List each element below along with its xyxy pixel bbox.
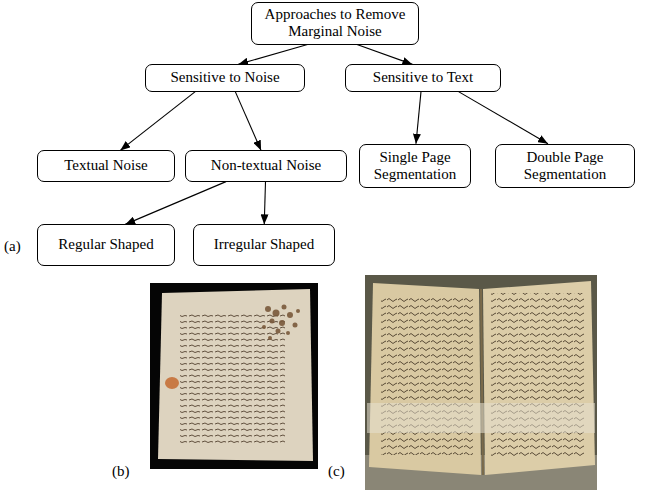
arrow-connector bbox=[120, 92, 195, 151]
category-box: Double Page Segmentation bbox=[495, 144, 635, 189]
box-label: Textual Noise bbox=[64, 157, 148, 174]
box-label: Single Page Segmentation bbox=[367, 149, 463, 184]
box-label: Non-textual Noise bbox=[211, 157, 321, 174]
category-box: Irregular Shaped bbox=[193, 224, 335, 265]
panel-label: (a) bbox=[4, 238, 21, 255]
book-photo bbox=[365, 275, 597, 490]
manuscript-photo bbox=[150, 283, 318, 469]
category-box: Non-textual Noise bbox=[185, 150, 347, 181]
box-label: Sensitive to Text bbox=[373, 69, 473, 86]
panel-label: (b) bbox=[112, 463, 130, 480]
box-label: Double Page Segmentation bbox=[503, 149, 627, 184]
category-box: Single Page Segmentation bbox=[359, 144, 471, 189]
arrow-connector bbox=[459, 92, 548, 144]
category-box: Sensitive to Noise bbox=[145, 64, 305, 91]
box-label: Irregular Shaped bbox=[214, 236, 314, 253]
arrow-connector bbox=[416, 92, 421, 144]
panel-label: (c) bbox=[328, 463, 345, 480]
arrow-connector bbox=[264, 182, 265, 225]
category-box: Sensitive to Text bbox=[345, 64, 501, 91]
arrow-connector bbox=[235, 92, 261, 151]
box-label: Approaches to Remove Marginal Noise bbox=[259, 6, 411, 41]
arrow-connector bbox=[125, 182, 226, 225]
category-box: Textual Noise bbox=[37, 150, 175, 181]
arrow-connector bbox=[238, 45, 307, 65]
box-label: Regular Shaped bbox=[58, 236, 153, 253]
box-label: Sensitive to Noise bbox=[170, 69, 279, 86]
category-box: Approaches to Remove Marginal Noise bbox=[251, 2, 419, 45]
category-box: Regular Shaped bbox=[37, 224, 175, 265]
arrow-connector bbox=[357, 45, 412, 65]
